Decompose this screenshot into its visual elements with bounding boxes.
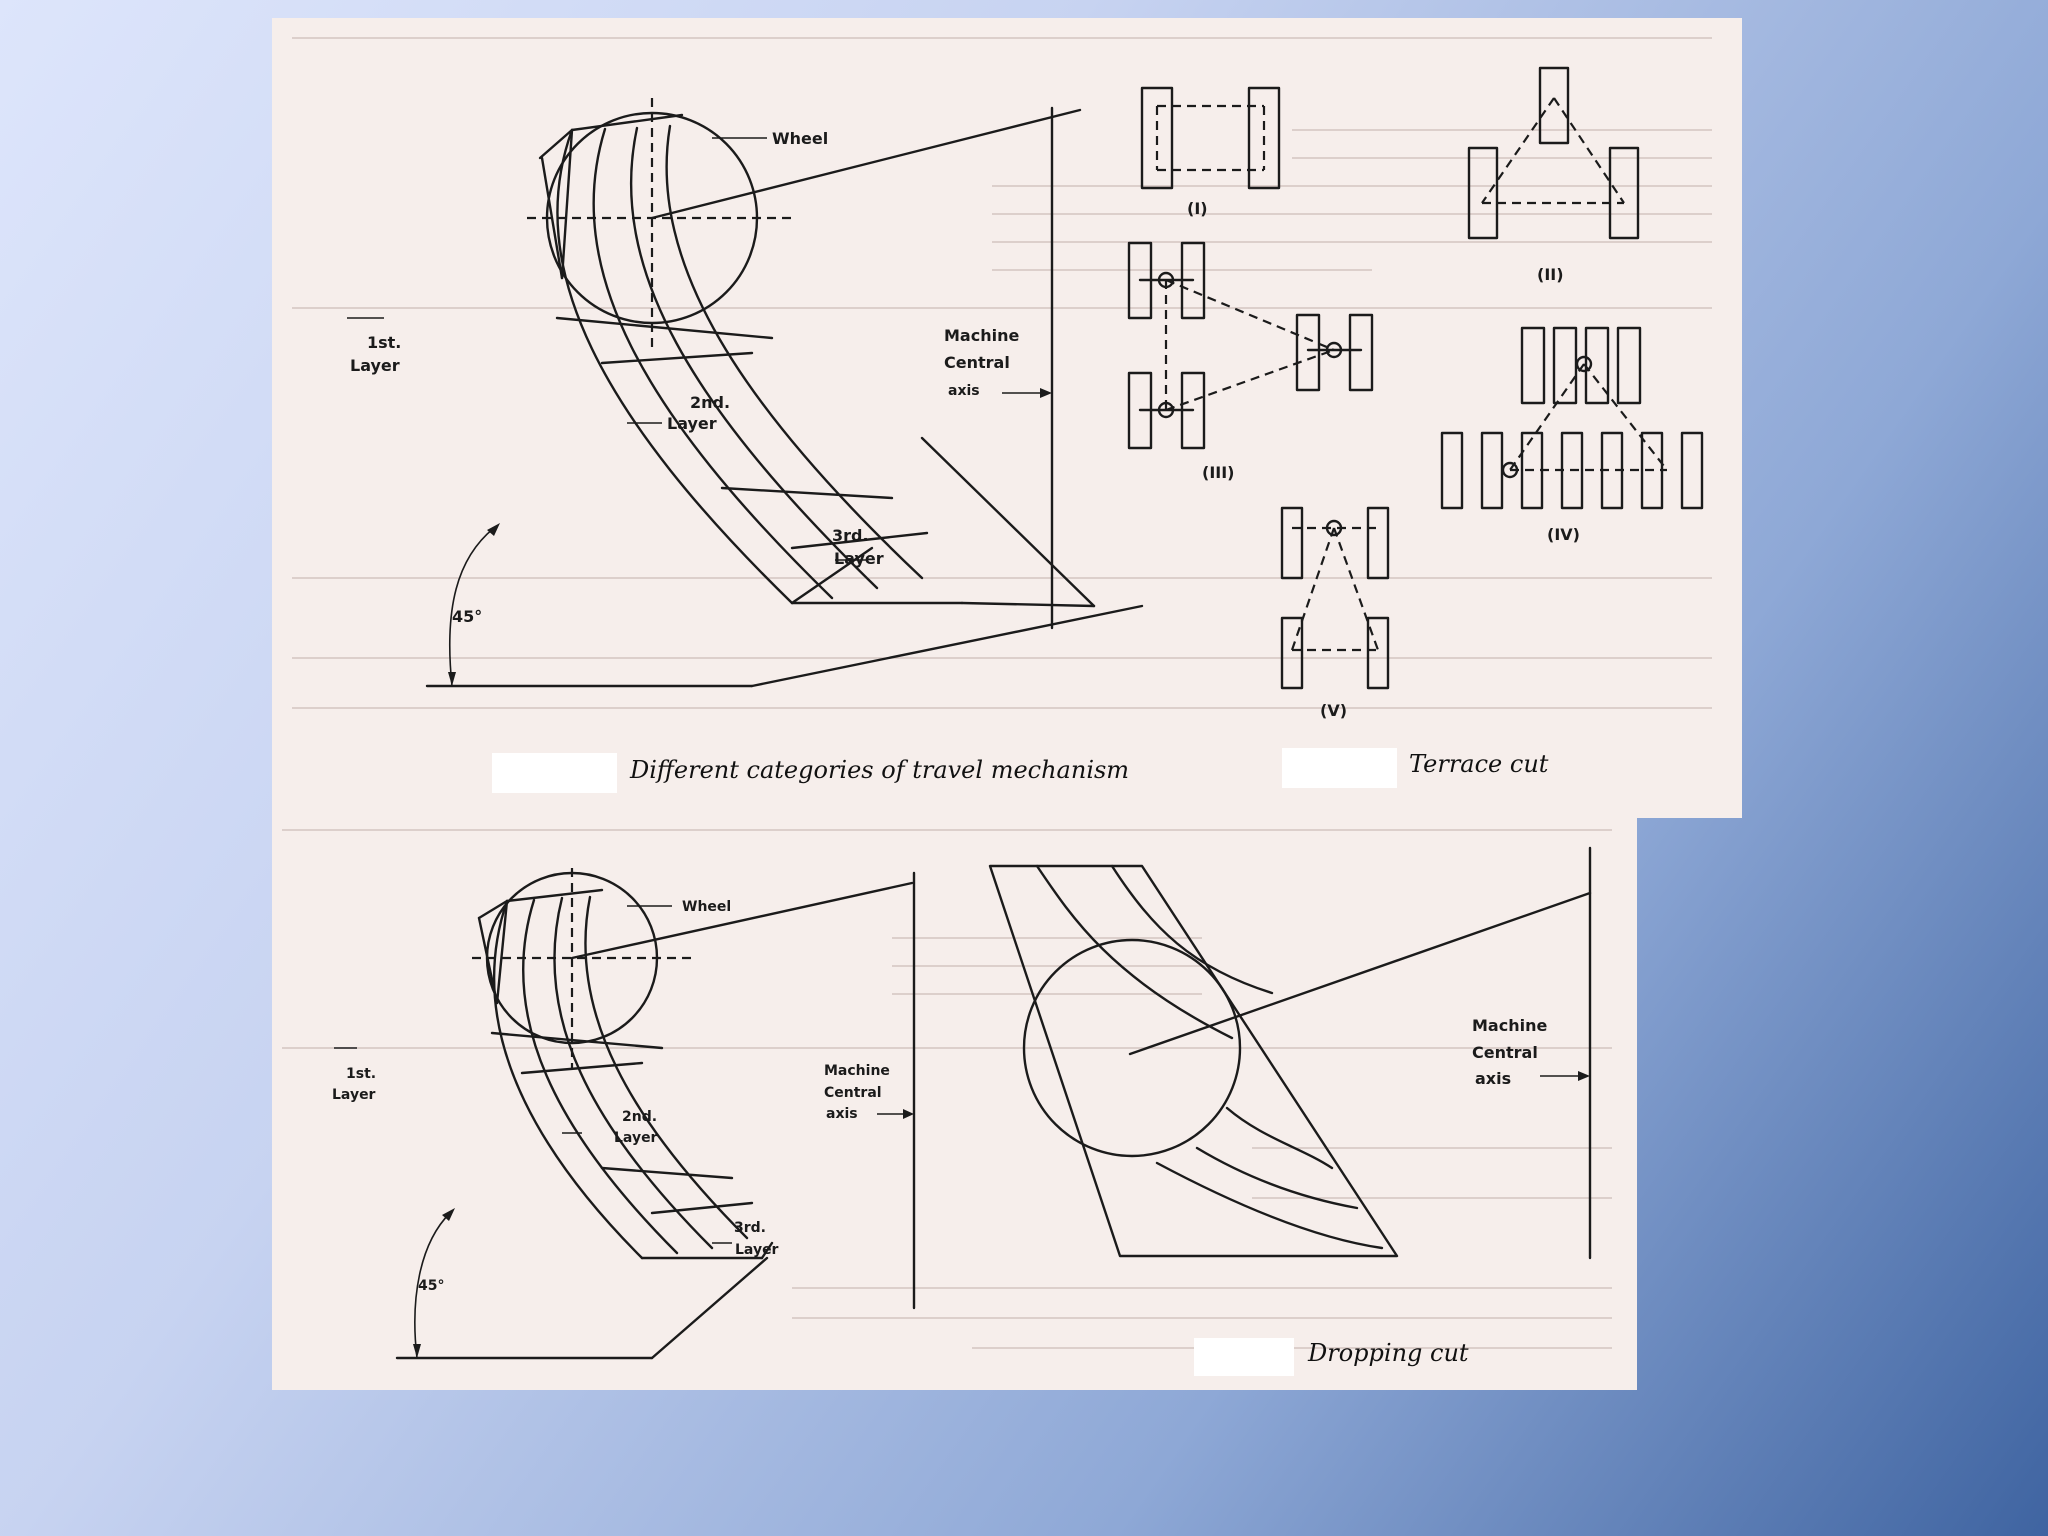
angle-arc xyxy=(414,1212,451,1359)
wheel-arm-line xyxy=(570,881,914,960)
bottom-figure-sheet: Wheel 1st. Layer 2nd. Layer 3rd. Layer 4… xyxy=(272,818,1637,1390)
pattern-I: (I) xyxy=(1140,86,1281,218)
bottom-figure-drawing: Wheel 1st. Layer 2nd. Layer 3rd. Layer 4… xyxy=(282,829,1612,1360)
angle-arrow-top xyxy=(442,1208,455,1221)
layer3-label-line2: Layer xyxy=(834,549,884,568)
layer3-label-line2: Layer xyxy=(735,1242,779,1258)
cut-layer-curves xyxy=(477,888,774,1260)
layer2-label-line2: Layer xyxy=(614,1130,658,1146)
slope-45-line xyxy=(750,604,1144,688)
dropping-cut-diagram: Machine Central axis xyxy=(988,846,1592,1260)
dropping-cut-outline xyxy=(988,864,1399,1258)
top-figure-drawing: Wheel 1st. Layer 2nd. Layer 3rd. Layer 4… xyxy=(292,37,1712,720)
travel-mechanism-diagram-small: Wheel 1st. Layer 2nd. Layer 3rd. Layer 4… xyxy=(332,868,916,1360)
wheel-label: Wheel xyxy=(772,129,828,148)
wheel-arm-line xyxy=(650,108,1082,220)
dropping-axis-label-line3: axis xyxy=(1475,1069,1511,1088)
terrace-cut-diagrams: (I) (II) xyxy=(1127,66,1704,720)
axis-label-line3: axis xyxy=(948,383,980,399)
caption-mask-right xyxy=(1282,748,1397,788)
angle-label: 45° xyxy=(418,1278,444,1294)
axis-label-line1: Machine xyxy=(944,326,1019,345)
pattern-III: (III) xyxy=(1127,241,1374,482)
label-II: (II) xyxy=(1537,265,1564,284)
layer2-label-line2: Layer xyxy=(667,414,717,433)
layer1-label-line1: 1st. xyxy=(367,333,401,352)
dropping-cut-arm-line xyxy=(1128,891,1592,1056)
axis-label-line1: Machine xyxy=(824,1063,890,1079)
caption-travel-mechanism: Different categories of travel mechanism xyxy=(630,756,1130,784)
dropping-cut-wheel xyxy=(1022,938,1242,1158)
axis-arrow-head xyxy=(903,1109,914,1119)
pattern-V: (V) xyxy=(1280,506,1390,720)
travel-mechanism-diagram: Wheel 1st. Layer 2nd. Layer 3rd. Layer 4… xyxy=(347,98,1144,688)
pattern-II: (II) xyxy=(1467,66,1640,284)
dropping-axis-label-line1: Machine xyxy=(1472,1016,1547,1035)
caption-dropping-cut: Dropping cut xyxy=(1308,1339,1469,1367)
caption-terrace-cut: Terrace cut xyxy=(1409,750,1549,778)
layer1-label-line2: Layer xyxy=(350,356,400,375)
angle-arrow-bottom xyxy=(413,1344,421,1358)
wheel-label: Wheel xyxy=(682,899,731,915)
layer2-label-line1: 2nd. xyxy=(622,1109,657,1125)
layer1-label-line2: Layer xyxy=(332,1087,376,1103)
angle-arrow-top xyxy=(487,523,500,536)
label-III: (III) xyxy=(1202,463,1234,482)
axis-label-line2: Central xyxy=(824,1085,882,1101)
dropping-cut-layer-curves xyxy=(1035,864,1384,1250)
slope-45-line xyxy=(650,1256,769,1360)
caption-mask-dropping xyxy=(1194,1338,1294,1376)
axis-arrow-head xyxy=(1040,388,1052,398)
layer2-label-line1: 2nd. xyxy=(690,393,730,412)
bleed-through-text xyxy=(292,37,1712,709)
label-IV: (IV) xyxy=(1547,525,1580,544)
pattern-IV: (IV) xyxy=(1440,326,1704,544)
angle-label: 45° xyxy=(452,607,482,626)
layer3-label-line1: 3rd. xyxy=(832,526,869,545)
angle-arc xyxy=(448,527,495,687)
cut-layer-curves xyxy=(538,113,1096,608)
layer1-label-line1: 1st. xyxy=(346,1066,376,1082)
label-I: (I) xyxy=(1187,199,1208,218)
bleed-through-text xyxy=(282,829,1612,1349)
top-figure-sheet: Wheel 1st. Layer 2nd. Layer 3rd. Layer 4… xyxy=(272,18,1742,818)
label-V: (V) xyxy=(1320,701,1347,720)
dropping-axis-label-line2: Central xyxy=(1472,1043,1538,1062)
layer3-label-line1: 3rd. xyxy=(734,1220,766,1236)
dropping-axis-arrow-head xyxy=(1578,1071,1590,1081)
caption-mask-left xyxy=(492,753,617,793)
axis-label-line2: Central xyxy=(944,353,1010,372)
axis-label-line3: axis xyxy=(826,1106,858,1122)
angle-arrow-bottom xyxy=(448,672,456,686)
